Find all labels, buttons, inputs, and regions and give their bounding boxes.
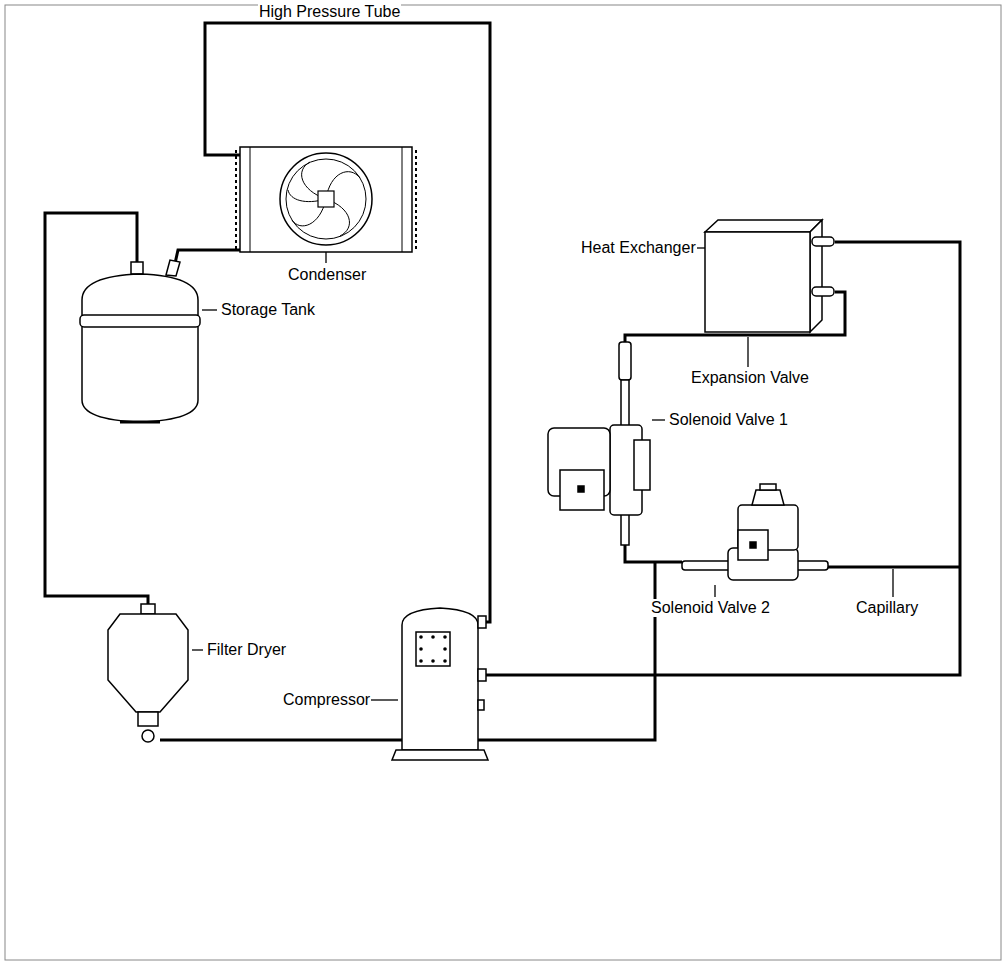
part-label: Filter Dryer [206, 641, 287, 659]
solenoid-valve-2 [682, 484, 828, 580]
part-label: Storage Tank [220, 301, 316, 319]
pipe-label: High Pressure Tube [258, 3, 401, 21]
solenoid-valve-1 [548, 342, 650, 545]
storage-tank [80, 260, 200, 422]
leader-lines [192, 14, 893, 700]
frame [5, 5, 1001, 960]
part-label: Capillary [855, 599, 919, 617]
part-label: Heat Exchanger [580, 239, 697, 257]
part-label: Expansion Valve [690, 369, 810, 387]
part-label: Solenoid Valve 2 [650, 599, 771, 617]
pipes [45, 23, 960, 740]
filter-dryer [108, 604, 188, 742]
heat-exchanger [705, 220, 834, 332]
part-label: Condenser [287, 266, 367, 284]
condenser [236, 147, 416, 252]
compressor [392, 608, 488, 760]
part-label: Compressor [282, 691, 371, 709]
part-label: Solenoid Valve 1 [668, 411, 789, 429]
